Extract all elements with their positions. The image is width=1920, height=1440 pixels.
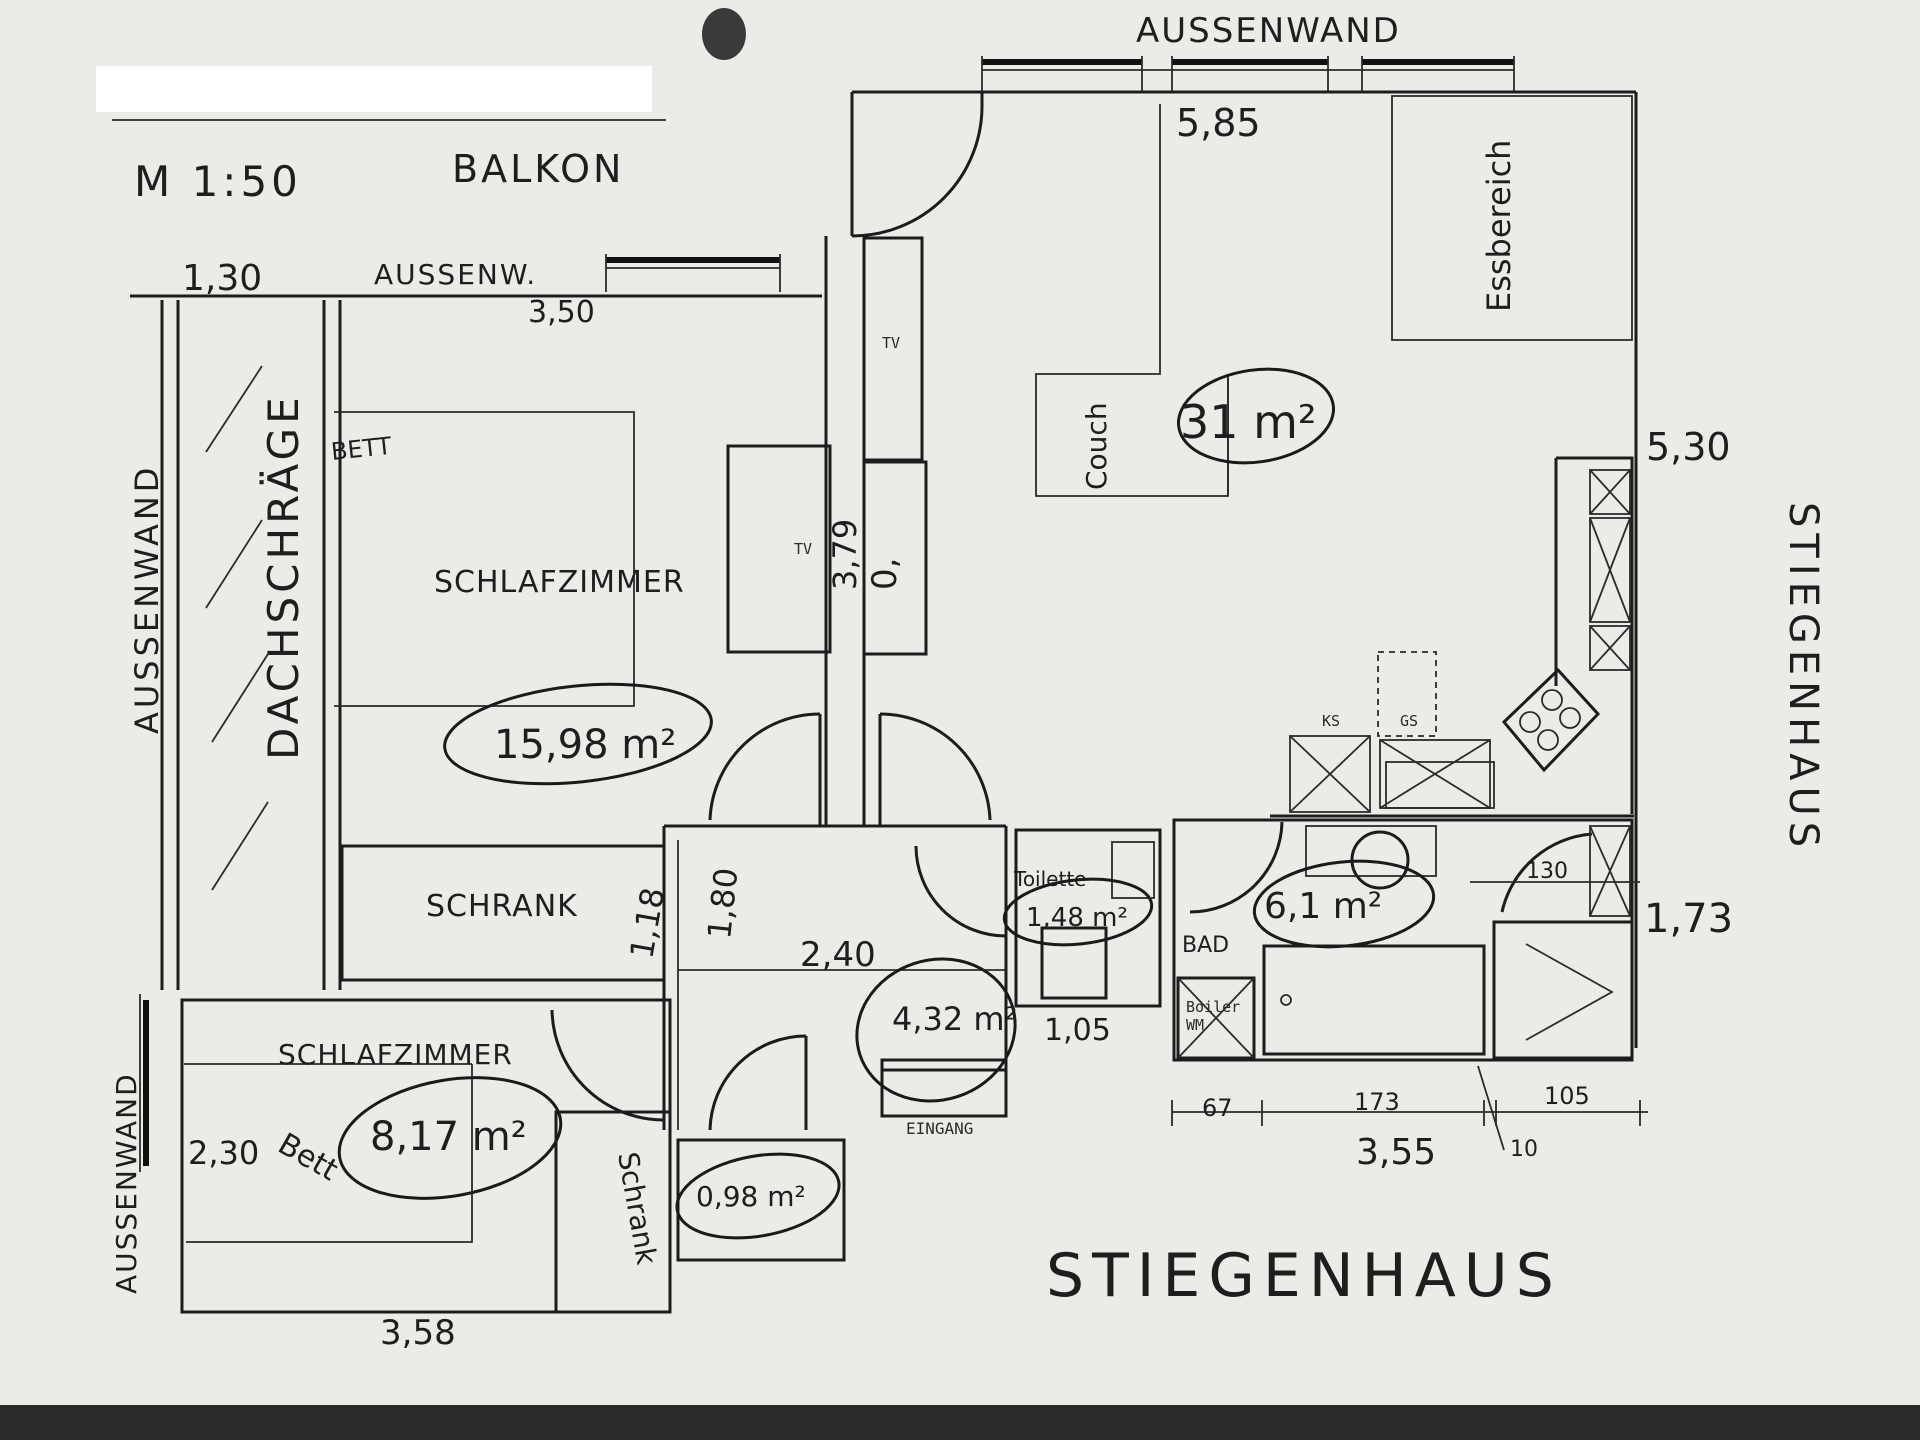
punch-hole [702,8,746,60]
toilet [1014,828,1162,1008]
dim-top-width: 5,85 [1176,101,1261,145]
scale-label: M 1:50 [134,157,302,206]
dim-bath-seg3: 105 [1544,1082,1590,1110]
dim-right-height: 5,30 [1646,425,1731,469]
kitchen [1270,456,1634,818]
dim-bath-height: 1,73 [1644,896,1733,942]
living-room-walls [850,90,1638,1048]
bedroom2-area-outline [337,1076,563,1200]
wardrobe-label: SCHRANK [426,889,578,924]
redacted-label [96,66,652,112]
bathroom [1172,818,1634,1062]
tv2-label: TV [794,540,812,558]
bedroom2-area: 8,17 m² [370,1114,527,1160]
hall-area-outline [855,957,1017,1103]
living-area: 31 m² [1180,395,1316,449]
dim-left-strip: 1,30 [182,258,262,299]
fridge-label: KS [1322,712,1340,730]
balcony-label: BALKON [452,147,624,191]
dim-bedroom2-depth: 2,30 [188,1134,259,1172]
dining-label: Essbereich [1480,140,1518,312]
stairwell-right-label: STIEGENHAUS [1780,502,1826,853]
toilet-area-outline [1002,877,1154,947]
bath-area: 6,1 m² [1264,886,1382,927]
outer-wall-left-label: AUSSENWAND [128,464,166,734]
outer-wall-top-label: AUSSENWAND [1136,11,1401,51]
dim-corridor-width: 0, [865,558,905,590]
bath-dimension-line [1171,881,1648,1151]
dim-bath-inner: 130 [1526,859,1568,884]
bed-label: BETT [330,432,393,466]
dim-toilet-width: 1,05 [1044,1013,1111,1048]
wardrobe2-label: Schrank [611,1149,663,1267]
boiler-label: Boiler [1186,998,1240,1016]
bedroom-label: SCHLAFZIMMER [434,565,685,600]
living-area-outline [1176,367,1336,465]
dim-bedroom2-width: 3,58 [380,1313,456,1353]
washer-label: WM [1186,1016,1204,1034]
dim-hall-width: 2,40 [800,935,876,975]
dishwasher-label: GS [1400,712,1418,730]
dim-bedroom-width: 3,50 [528,295,595,330]
outer-wall-short-label: AUSSENW. [374,258,537,291]
dim-bath-seg2: 173 [1354,1088,1400,1116]
hall-area: 4,32 m² [892,1000,1017,1038]
toilet-area: 1,48 m² [1026,903,1128,933]
closet-area: 0,98 m² [696,1180,806,1213]
outer-wall-left-lower-label: AUSSENWAND [110,1072,143,1294]
closet-area-outline [675,1152,841,1240]
sloped-roof-label: DACHSCHRÄGE [258,393,308,760]
dim-bath-gap: 10 [1510,1137,1538,1162]
dim-hall-height: 1,80 [700,866,745,941]
couch-label: Couch [1080,402,1113,490]
dim-corridor-height: 3,79 [826,519,864,590]
paper-sheet [0,0,1920,1405]
hall [550,824,1008,1131]
bath-label: BAD [1182,933,1229,958]
top-windows [981,56,1515,92]
dim-bath-total: 3,55 [1356,1132,1436,1173]
bath-area-outline [1252,859,1436,949]
bedroom-area-outline [443,682,713,786]
corridor [708,236,992,826]
stairwell-bottom-label: STIEGENHAUS [1046,1241,1562,1311]
bedroom-walls [130,254,832,990]
bed2-label: Bett [272,1127,344,1189]
tv-label: TV [882,334,900,352]
dim-bath-seg1: 67 [1202,1094,1233,1122]
toilet-label: Toilette [1013,867,1086,891]
bedroom-area: 15,98 m² [494,722,676,768]
bedroom2-label: SCHLAFZIMMER [278,1038,513,1071]
entrance-label: EINGANG [906,1119,973,1138]
